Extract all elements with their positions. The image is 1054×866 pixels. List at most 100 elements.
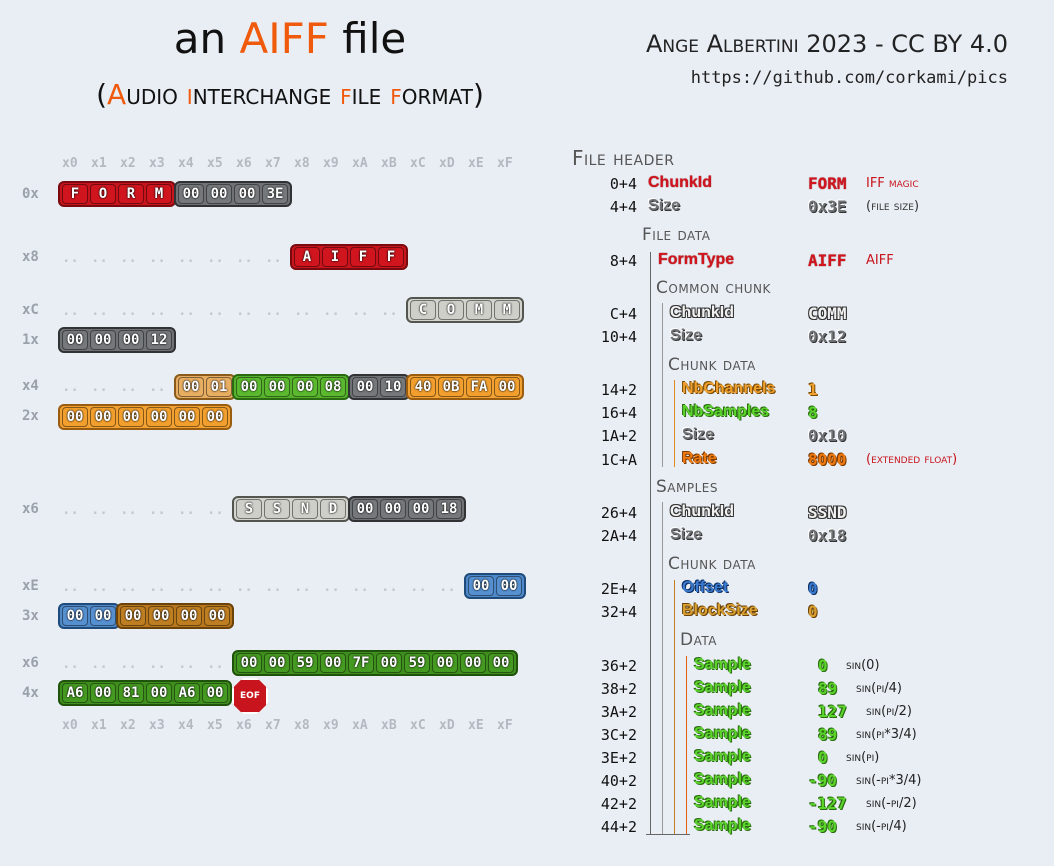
dot-placeholder: .. [236,250,253,266]
source-url[interactable]: https://github.com/corkami/pics [690,68,1008,88]
field-offset: 38+2 [600,680,637,698]
hex-byte: D [320,499,346,519]
hex-byte: A [294,247,320,267]
field-offset: 0+4 [609,175,637,193]
row-label: x4 [22,378,39,394]
column-label: xF [497,156,513,171]
field-offset: 3A+2 [600,703,637,721]
column-label: xA [352,156,368,171]
field-offset: 16+4 [600,404,637,422]
field-name: Sample [694,817,751,834]
hex-byte: 18 [436,499,462,519]
field-value: SSND [808,503,847,522]
column-label: xC [410,156,426,171]
field-name: Size [670,526,703,543]
column-label: x6 [236,718,252,733]
dot-placeholder: .. [410,579,427,595]
field-offset: 44+2 [600,818,637,836]
section-ssnd-chunk-data: Chunk data [668,554,756,574]
hex-byte: 40 [410,377,436,397]
dot-placeholder: .. [265,250,282,266]
column-label: x3 [149,156,165,171]
hex-byte: S [236,499,262,519]
field-name: Sample [694,725,751,742]
hex-byte: A6 [174,683,200,703]
field-name: Sample [694,679,751,696]
field-note: sin(pi*3/4) [856,727,917,742]
column-label: xE [468,156,484,171]
hex-byte: 00 [352,377,378,397]
field-name: ChunkId [648,174,712,191]
row-label: 1x [22,332,39,348]
section-comm-chunk-data: Chunk data [668,355,756,375]
hex-byte: O [90,184,116,204]
dot-placeholder: .. [149,303,166,319]
dot-placeholder: .. [207,250,224,266]
hex-byte: 7F [348,653,374,673]
hex-byte: F [378,247,404,267]
hex-byte: 81 [118,683,144,703]
dot-placeholder: .. [149,579,166,595]
dot-placeholder: .. [149,656,166,672]
field-offset: 8+4 [609,252,637,270]
row-label: 3x [22,608,39,624]
hex-byte: 00 [62,330,88,350]
field-offset: 10+4 [600,328,637,346]
hex-byte: 00 [146,407,172,427]
hex-byte: 00 [352,499,378,519]
dot-placeholder: .. [381,579,398,595]
row-label: x8 [22,249,39,265]
column-label: x5 [207,156,223,171]
column-label: xD [439,156,455,171]
field-offset: 40+2 [600,772,637,790]
hex-byte: 00 [118,407,144,427]
field-value: 0x12 [808,327,847,346]
hex-byte: 00 [236,653,262,673]
hex-byte: 00 [146,683,172,703]
column-label: x4 [178,718,194,733]
hex-byte: R [118,184,144,204]
dot-placeholder: .. [265,303,282,319]
row-label: xE [22,578,39,594]
field-note: sin(pi/2) [866,704,912,719]
dot-placeholder: .. [149,502,166,518]
dot-placeholder: .. [178,656,195,672]
column-label: x9 [323,156,339,171]
hex-byte: 00 [202,407,228,427]
tree-line [646,834,690,835]
section-common-chunk: Common chunk [656,278,771,298]
column-label: x9 [323,718,339,733]
field-offset: 3E+2 [600,749,637,767]
hex-byte: C [410,300,436,320]
field-name: Size [670,327,703,344]
dot-placeholder: .. [178,579,195,595]
field-name: NbSamples [682,403,770,420]
field-name: NbChannels [682,380,776,397]
field-value: FORM [808,174,847,193]
column-label: x2 [120,156,136,171]
hex-byte: 00 [380,499,406,519]
row-label: 2x [22,408,39,424]
eof-stop-icon: EOF [232,678,268,714]
field-note: sin(-pi*3/4) [856,773,922,788]
hex-byte: 00 [408,499,434,519]
column-label: xE [468,718,484,733]
hex-byte: 00 [204,606,230,626]
column-label: xC [410,718,426,733]
dot-placeholder: .. [323,579,340,595]
page-subtitle: (Audio interchange file format) [96,78,484,111]
dot-placeholder: .. [91,250,108,266]
column-label: x0 [62,156,78,171]
column-label: xB [381,156,397,171]
row-label: xC [22,302,39,318]
field-offset: 42+2 [600,795,637,813]
hex-byte: 10 [380,377,406,397]
